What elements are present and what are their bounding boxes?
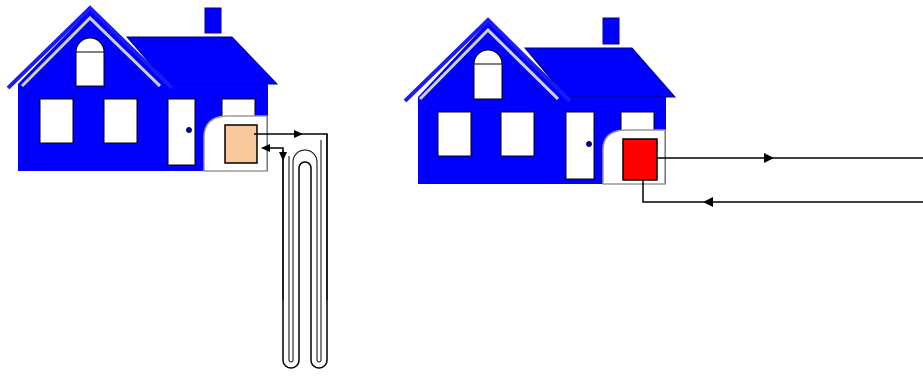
window: [39, 98, 74, 144]
door-knob-icon: [586, 141, 592, 147]
roof-wing: [523, 47, 677, 98]
heat-pump-unit: [622, 138, 658, 181]
arrow-left-icon: [703, 197, 713, 207]
roof-trim-inner: [418, 27, 560, 101]
attic-window: [473, 49, 503, 100]
chimney: [204, 7, 222, 34]
ground-loop-left: [282, 134, 328, 369]
attic-window: [75, 37, 105, 87]
window: [437, 111, 472, 157]
roof-trim: [403, 17, 572, 103]
roof-trim: [6, 5, 174, 90]
window: [500, 111, 535, 157]
supply-line-down: [300, 133, 328, 300]
return-line: [642, 180, 923, 203]
arrow-right-icon: [764, 153, 774, 163]
roof-trim-inner: [20, 15, 162, 88]
left-house: [6, 5, 328, 369]
right-house: [403, 17, 923, 207]
heat-pump-unit: [224, 124, 258, 164]
ground-loop-inner: [288, 140, 322, 363]
window: [103, 98, 138, 144]
return-line-in: [261, 144, 284, 152]
chimney: [602, 17, 620, 45]
door-knob-icon: [186, 127, 192, 133]
